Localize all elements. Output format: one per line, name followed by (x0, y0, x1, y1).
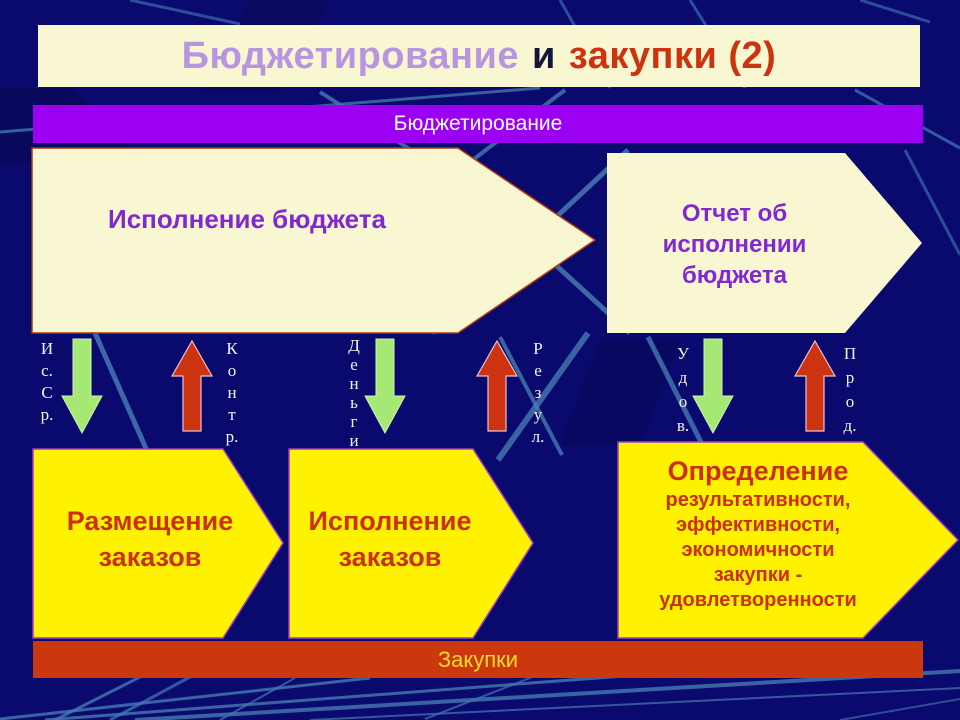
slide-title: Бюджетирование и закупки (2) (38, 25, 920, 87)
evaluation-heading: Определение (667, 456, 849, 486)
title-and: и (531, 34, 556, 77)
down-arrow-icon (61, 338, 103, 435)
flow-label-udov: У д о в. (676, 344, 690, 435)
procurement-bar-label: Закупки (437, 646, 519, 672)
budget-execution-arrow-shape (31, 147, 597, 334)
order-execution-label: Исполнение заказов (308, 506, 472, 572)
evaluation-lines: результативности, эффективности, экономи… (659, 489, 857, 611)
up-arrow-icon (170, 339, 214, 432)
up-arrow-icon (475, 339, 519, 432)
flow-label-kontr: К о н т р. (225, 339, 239, 446)
up-arrow-icon (793, 339, 837, 432)
procurement-bar: Закупки (33, 641, 923, 678)
down-arrow-icon (364, 338, 406, 435)
order-placement-label: Размещение заказов (66, 506, 234, 572)
evaluation-label: Определение результативности, эффективно… (622, 454, 894, 613)
flow-label-prod: П р о д. (843, 344, 857, 435)
budgeting-bar-label: Бюджетирование (393, 112, 563, 135)
background-band (560, 340, 680, 445)
budget-report-arrow-shape (607, 153, 922, 333)
flow-label-is-sr: И с. С р. (40, 339, 54, 424)
title-budgeting: Бюджетирование (181, 34, 519, 77)
order-execution-arrow-shape (288, 448, 534, 639)
budget-execution-label: Исполнение бюджета (108, 204, 386, 234)
budgeting-bar: Бюджетирование (33, 105, 923, 143)
flow-arrows (61, 338, 837, 435)
flow-label-dengi: Д е н ь г и (348, 336, 360, 450)
title-procurement: закупки (2) (568, 34, 777, 77)
budget-report-label: Отчет об исполнении бюджета (662, 200, 807, 289)
evaluation-arrow-shape (617, 441, 960, 639)
down-arrow-icon (692, 338, 734, 435)
order-placement-arrow-shape (32, 448, 284, 639)
flow-label-rezul: Р е з у л. (531, 339, 545, 446)
